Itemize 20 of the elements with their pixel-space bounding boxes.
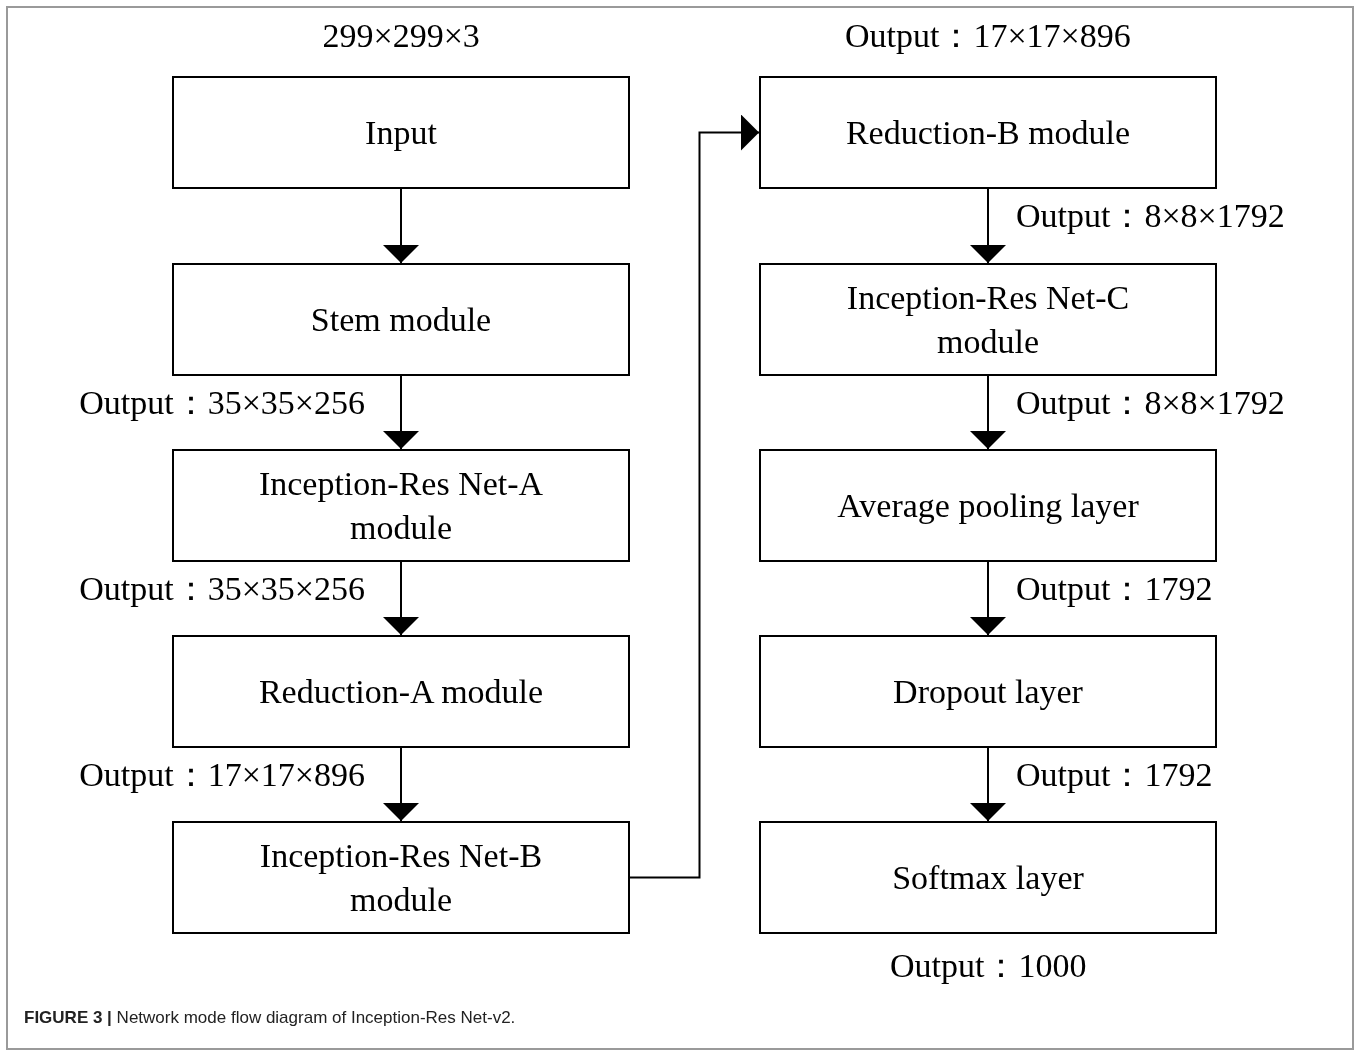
process-box: Dropout layer xyxy=(759,635,1217,748)
arrow xyxy=(383,747,419,822)
arrow xyxy=(970,747,1006,822)
arrow xyxy=(629,114,760,879)
process-box: Input xyxy=(172,76,630,189)
figure-caption: FIGURE 3 | Network mode flow diagram of Inception-Res Net-v2. xyxy=(24,1008,516,1028)
process-box: Stem module xyxy=(172,263,630,376)
arrow xyxy=(970,188,1006,264)
process-box: Inception-Res Net-C module xyxy=(759,263,1217,376)
process-box: Inception-Res Net-A module xyxy=(172,449,630,562)
process-box: Inception-Res Net-B module xyxy=(172,821,630,934)
process-box: Average pooling layer xyxy=(759,449,1217,562)
arrow xyxy=(970,375,1006,450)
arrow xyxy=(383,188,419,264)
arrow xyxy=(383,561,419,636)
process-box: Reduction-B module xyxy=(759,76,1217,189)
arrow xyxy=(970,561,1006,636)
process-box: Reduction-A module xyxy=(172,635,630,748)
arrow xyxy=(383,375,419,450)
process-box: Softmax layer xyxy=(759,821,1217,934)
